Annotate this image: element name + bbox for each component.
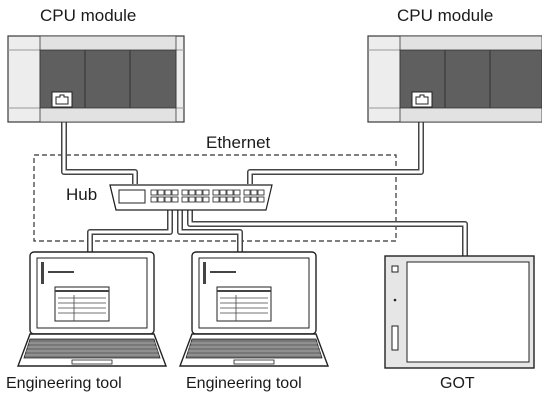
laptop-icon xyxy=(178,251,330,367)
ethernet-boundary xyxy=(33,154,397,242)
cable-cpu-right xyxy=(247,116,424,184)
cable-cpu-left xyxy=(61,116,138,184)
engineering-tool-label-right: Engineering tool xyxy=(186,375,302,392)
ethernet-port-icon xyxy=(411,91,433,108)
got-label: GOT xyxy=(440,375,475,392)
ethernet-label: Ethernet xyxy=(206,133,271,152)
cpu-module-icon xyxy=(367,35,542,123)
cpu-module-label-left: CPU module xyxy=(40,6,137,25)
got-panel-icon xyxy=(384,255,535,369)
cpu-module-label-right: CPU module xyxy=(397,6,494,25)
hub-icon xyxy=(109,184,273,211)
laptop-icon xyxy=(16,251,168,367)
cpu-module-icon xyxy=(7,35,185,123)
ethernet-cables xyxy=(61,116,468,262)
hub-label: Hub xyxy=(66,185,98,204)
ethernet-port-icon xyxy=(51,91,73,108)
engineering-tool-label-left: Engineering tool xyxy=(6,375,122,392)
